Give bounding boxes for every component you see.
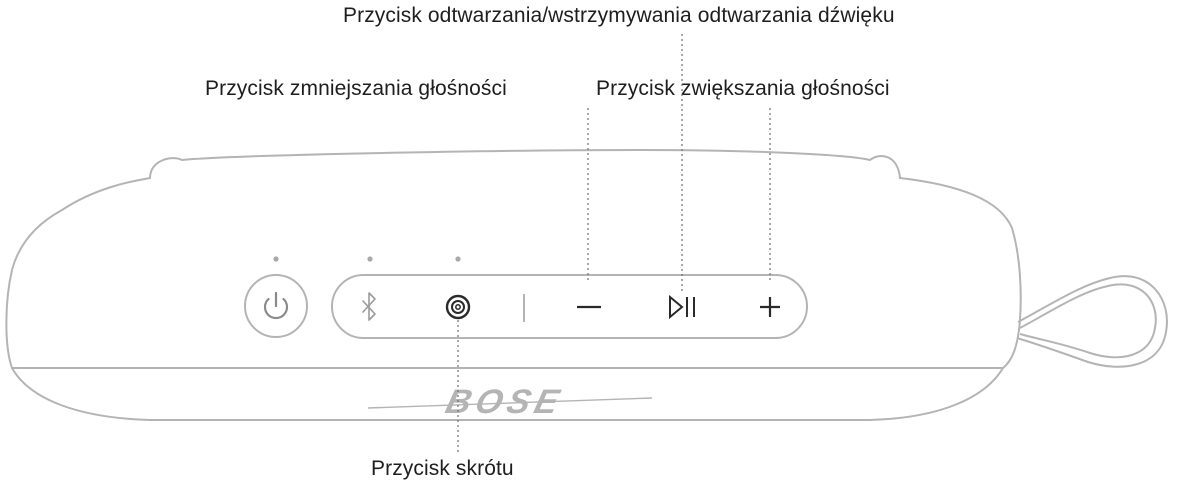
bluetooth-icon[interactable] (362, 292, 376, 321)
volume-up-icon[interactable] (760, 297, 780, 317)
label-volume-up: Przycisk zwiększania głośności (596, 77, 890, 100)
brand-logo: BOSE (367, 383, 653, 421)
power-button[interactable] (244, 274, 308, 338)
shortcut-icon[interactable] (445, 294, 471, 320)
power-icon (263, 291, 289, 320)
speaker-body-outline (5, 148, 1022, 369)
label-play-pause: Przycisk odtwarzania/wstrzymywania odtwa… (343, 4, 895, 27)
play-pause-icon[interactable] (669, 294, 695, 320)
shortcut-led (455, 256, 461, 262)
speaker-base-outline (11, 367, 1004, 421)
svg-text:BOSE: BOSE (442, 383, 568, 420)
label-volume-down: Przycisk zmniejszania głośności (205, 77, 507, 100)
strap-inner-outline (1019, 283, 1157, 359)
label-shortcut: Przycisk skrótu (371, 457, 514, 480)
power-led (273, 256, 279, 262)
control-panel (331, 274, 808, 339)
bluetooth-led (367, 256, 373, 262)
strap-outline (1016, 275, 1168, 368)
